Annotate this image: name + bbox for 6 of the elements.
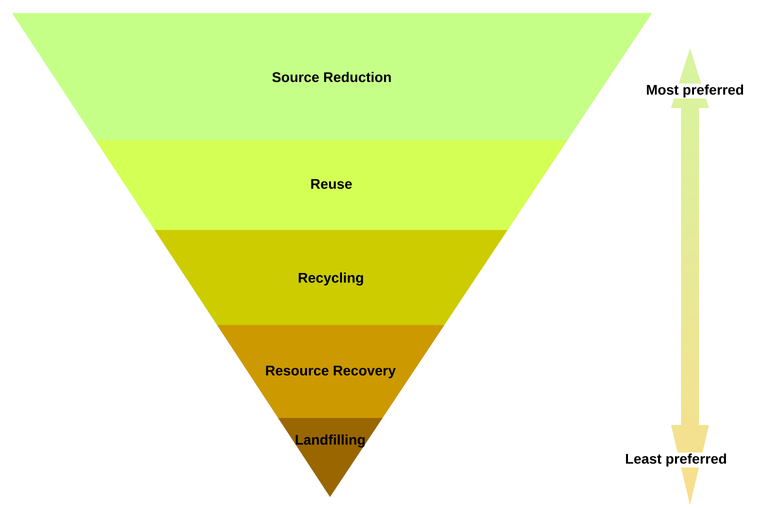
- pyramid-band: Reuse: [95, 140, 568, 230]
- pyramid-band: Recycling: [154, 230, 508, 325]
- pyramid-band: Resource Recovery: [217, 325, 444, 418]
- preference-label: Least preferred: [624, 452, 728, 468]
- preference-label: Most preferred: [645, 83, 746, 99]
- pyramid-band: Landfilling: [278, 418, 383, 497]
